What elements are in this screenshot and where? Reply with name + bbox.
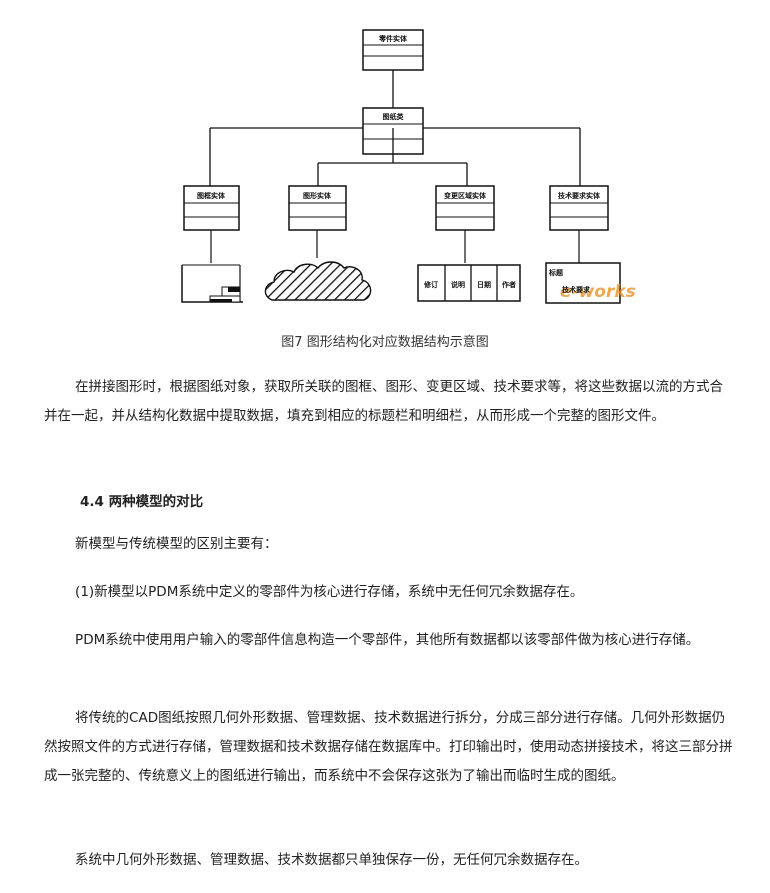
frame-illustration — [181, 264, 243, 303]
tech-note-illustration: e-works 标题 技术要求 — [545, 262, 636, 304]
frame-entity-box: 图框实体 — [183, 185, 240, 231]
part-entity-label: 零件实体 — [378, 34, 408, 43]
change-area-entity-label: 变更区域实体 — [444, 191, 487, 200]
section-heading: 4.4 两种模型的对比 — [80, 494, 204, 510]
graphic-entity-box: 图形实体 — [288, 185, 347, 231]
change-cell-author: 作者 — [502, 280, 516, 289]
change-cells-illustration: 修订 说明 日期 作者 — [417, 264, 521, 302]
paragraph-stitching: 在拼接图形时，根据图纸对象，获取所关联的图框、图形、变更区域、技术要求等，将这些… — [44, 379, 724, 424]
tech-req-entity-box: 技术要求实体 — [549, 185, 609, 231]
drop-lines — [210, 230, 580, 263]
paragraph-point-1: (1)新模型以PDM系统中定义的零部件为核心进行存储，系统中无任何冗余数据存在。 — [75, 584, 584, 600]
change-area-entity-box: 变更区域实体 — [435, 185, 495, 231]
connector-lines — [209, 127, 581, 186]
paragraph-cad-split: 将传统的CAD图纸按照几何外形数据、管理数据、技术数据进行拆分，分成三部分进行存… — [44, 710, 733, 784]
tech-req-entity-label: 技术要求实体 — [558, 191, 601, 200]
graphic-entity-label: 图形实体 — [303, 191, 332, 200]
change-cell-revision: 修订 — [423, 280, 438, 289]
drawing-class-label: 图纸类 — [383, 112, 405, 121]
tech-note-title: 标题 — [548, 268, 564, 277]
paragraph-no-redundancy: 系统中几何外形数据、管理数据、技术数据都只单独保存一份，无任何冗余数据存在。 — [75, 852, 589, 868]
watermark-logo: e-works — [560, 282, 636, 302]
paragraph-differences-intro: 新模型与传统模型的区别主要有： — [75, 536, 278, 552]
tech-note-text: 技术要求 — [562, 285, 591, 294]
paragraph-pdm-part: PDM系统中使用用户输入的零部件信息构造一个零部件，其他所有数据都以该零部件做为… — [75, 632, 700, 648]
part-entity-box: 零件实体 — [362, 29, 424, 71]
figure-caption: 图7 图形结构化对应数据结构示意图 — [281, 335, 489, 350]
change-cell-date: 日期 — [477, 280, 491, 289]
frame-entity-label: 图框实体 — [197, 191, 226, 200]
structure-diagram: 零件实体 图纸类 图框实体 图形实体 变更区域实体 — [0, 0, 770, 320]
graphic-cloud-illustration — [264, 261, 372, 301]
change-cell-description: 说明 — [451, 280, 465, 289]
